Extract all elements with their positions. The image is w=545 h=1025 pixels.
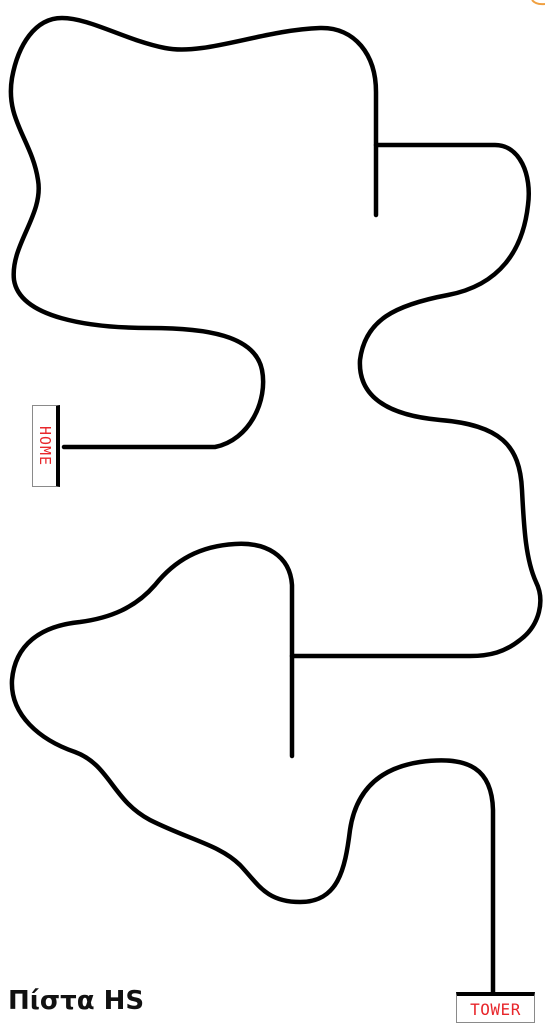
track-right-branch — [292, 145, 540, 656]
tower-label-text: TOWER — [470, 1000, 521, 1019]
track-lower-loop — [12, 544, 493, 992]
tower-end-label: TOWER — [456, 992, 535, 1023]
corner-mark — [532, 0, 545, 4]
home-label-text: HOME — [36, 426, 54, 466]
home-start-label: HOME — [32, 405, 60, 487]
track-main-loop — [11, 18, 376, 447]
page-title: Πίστα HS — [8, 986, 144, 1016]
